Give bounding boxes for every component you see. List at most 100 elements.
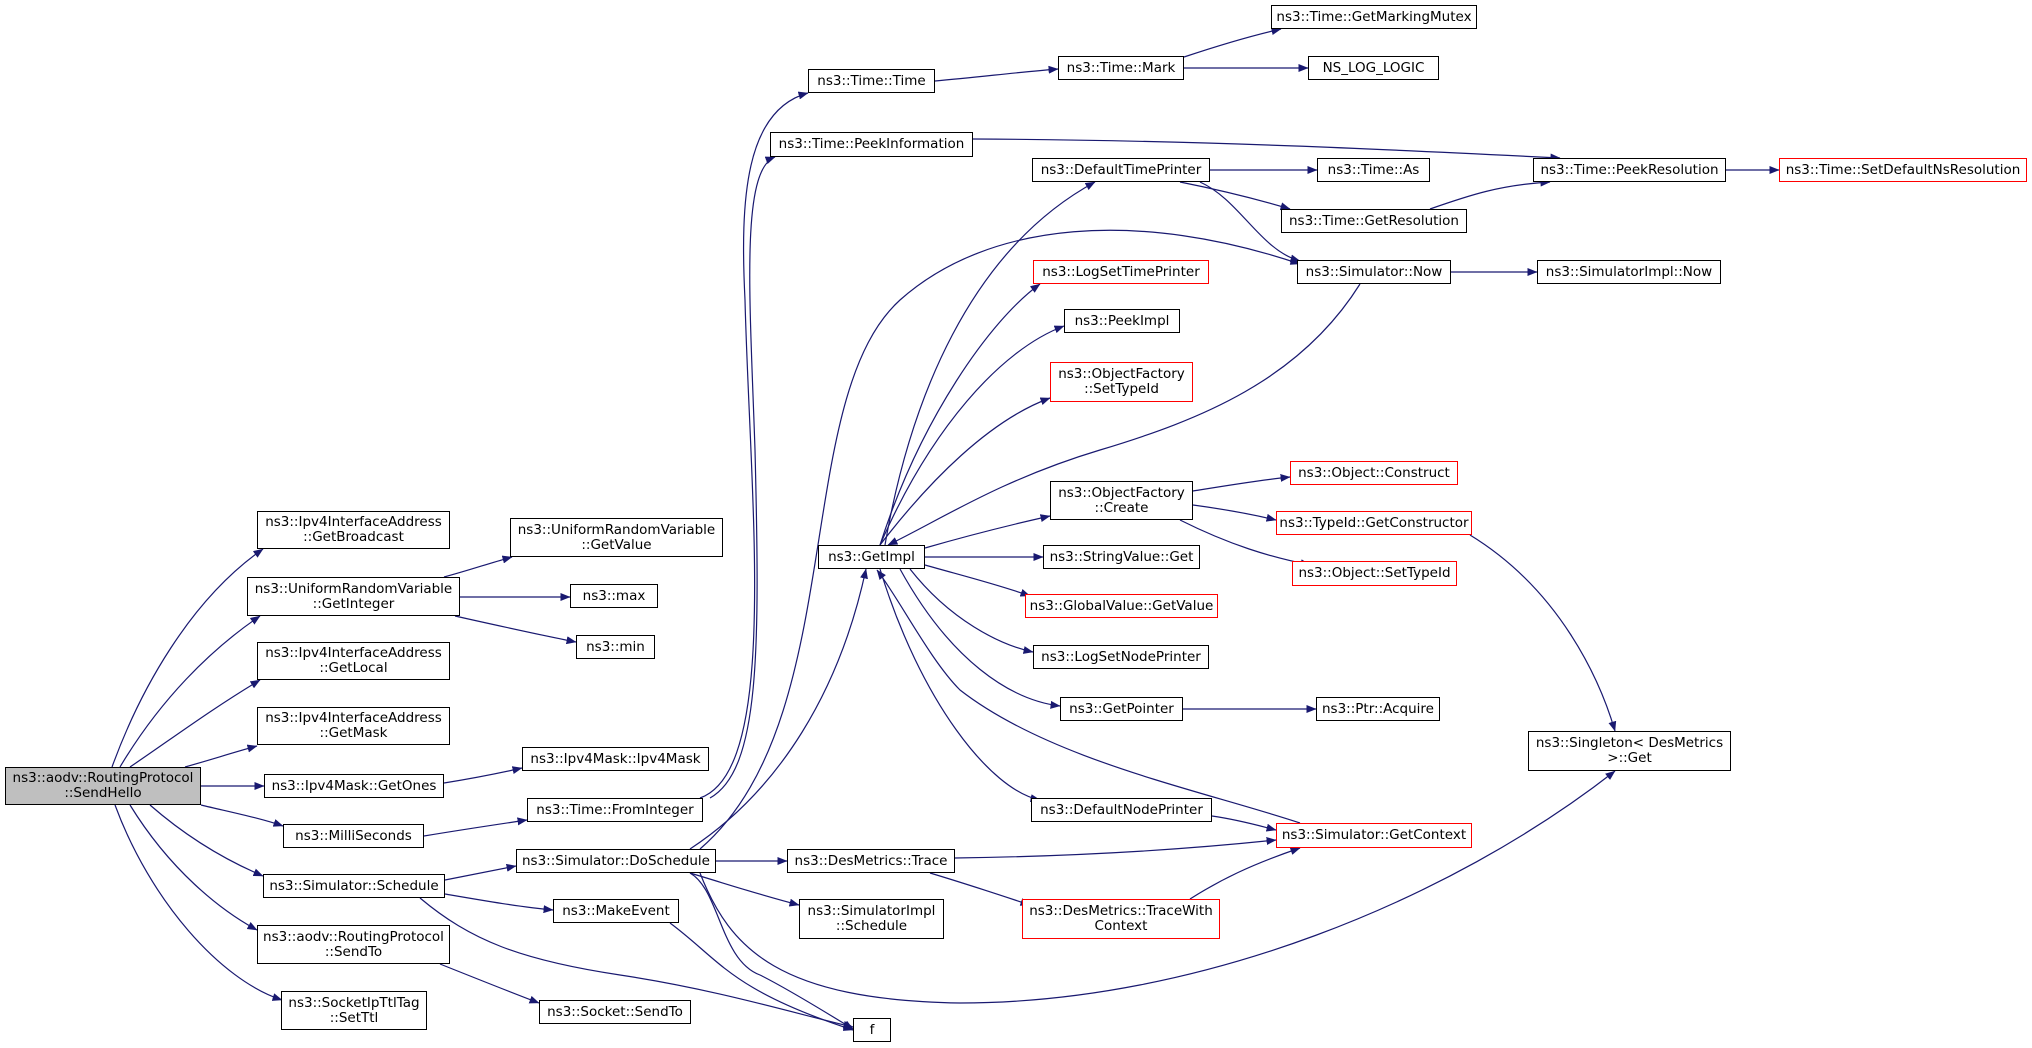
node-ptr-acquire[interactable]: ns3::Ptr::Acquire xyxy=(1316,697,1440,721)
node-object-construct[interactable]: ns3::Object::Construct xyxy=(1290,461,1458,485)
node-f[interactable]: f xyxy=(853,1018,891,1042)
edge-getimpl-ofsettype xyxy=(879,397,1051,546)
edge-getimpl-defnode xyxy=(879,568,1041,803)
edge-doschedule-singleton xyxy=(699,770,1616,1004)
edge-root-milliseconds xyxy=(200,804,284,827)
edge-peekinfo-peekres xyxy=(972,138,1561,162)
node-stringvalue-get[interactable]: ns3::StringValue::Get xyxy=(1043,545,1200,569)
node-getbroadcast[interactable]: ns3::Ipv4InterfaceAddress::GetBroadcast xyxy=(257,511,450,549)
node-ipv4mask[interactable]: ns3::Ipv4Mask::Ipv4Mask xyxy=(522,747,709,771)
node-peekimpl[interactable]: ns3::PeekImpl xyxy=(1064,309,1180,333)
edge-getctor-singleton xyxy=(1469,534,1617,732)
node-frominteger[interactable]: ns3::Time::FromInteger xyxy=(527,798,703,822)
edge-getimpl-ofcreate xyxy=(924,514,1051,549)
node-of-settypeid[interactable]: ns3::ObjectFactory::SetTypeId xyxy=(1050,362,1193,402)
edge-ofcreate-getctor xyxy=(1192,504,1277,522)
node-defaultnodeprinter[interactable]: ns3::DefaultNodePrinter xyxy=(1031,798,1212,822)
node-time-time[interactable]: ns3::Time::Time xyxy=(808,69,935,93)
node-getresolution[interactable]: ns3::Time::GetResolution xyxy=(1281,209,1467,233)
edge-root-setttl xyxy=(114,804,283,1001)
node-object-settypeid[interactable]: ns3::Object::SetTypeId xyxy=(1292,561,1457,586)
edge-tracewith-getcontext xyxy=(1189,847,1301,900)
edge-getimpl-lognode xyxy=(909,568,1034,654)
edge-sendto-socket xyxy=(439,963,540,1004)
node-of-create[interactable]: ns3::ObjectFactory::Create xyxy=(1050,481,1193,520)
edge-frominteger-peekinfo xyxy=(709,156,776,799)
edge-defnode-getcontext xyxy=(1211,815,1277,832)
node-desmetrics-trace[interactable]: ns3::DesMetrics::Trace xyxy=(787,849,955,873)
node-peekinformation[interactable]: ns3::Time::PeekInformation xyxy=(770,132,973,157)
node-simulator-now[interactable]: ns3::Simulator::Now xyxy=(1297,260,1451,284)
edge-getimpl-globalval xyxy=(924,564,1031,597)
edge-schedule-f xyxy=(419,897,854,1029)
edge-doschedule-simschedule xyxy=(689,872,800,907)
edge-dmtrace-tracewith xyxy=(929,872,1031,906)
node-doschedule[interactable]: ns3::Simulator::DoSchedule xyxy=(516,849,716,873)
edge-makeevent-f xyxy=(669,922,854,1031)
edge-milli-frominteger xyxy=(423,817,528,837)
node-getones[interactable]: ns3::Ipv4Mask::GetOnes xyxy=(264,774,444,798)
edge-schedule-makeevent xyxy=(444,893,554,914)
node-urv-getinteger[interactable]: ns3::UniformRandomVariable::GetInteger xyxy=(247,577,460,616)
node-getmask[interactable]: ns3::Ipv4InterfaceAddress::GetMask xyxy=(257,707,450,745)
node-time-mark[interactable]: ns3::Time::Mark xyxy=(1058,56,1184,80)
edge-mark-mutex xyxy=(1183,27,1282,58)
node-logsetnodeprinter[interactable]: ns3::LogSetNodePrinter xyxy=(1033,645,1209,669)
edge-dtp-getres xyxy=(1179,181,1291,211)
edge-getimpl-peekimpl xyxy=(879,325,1065,546)
edge-doschedule-now xyxy=(699,229,1301,850)
node-makeevent[interactable]: ns3::MakeEvent xyxy=(553,899,679,923)
node-urv-getvalue[interactable]: ns3::UniformRandomVariable::GetValue xyxy=(510,518,723,557)
edge-schedule-doschedule xyxy=(444,863,517,881)
edge-getimpl-getpointer xyxy=(899,568,1061,709)
edge-urvint-min xyxy=(454,615,577,645)
edge-getcontext-getimpl xyxy=(876,569,1301,824)
node-simulatorimpl-schedule[interactable]: ns3::SimulatorImpl::Schedule xyxy=(799,899,944,939)
edge-getimpl-logtime xyxy=(879,283,1041,546)
node-getcontext[interactable]: ns3::Simulator::GetContext xyxy=(1276,823,1472,848)
node-schedule[interactable]: ns3::Simulator::Schedule xyxy=(263,874,445,898)
node-singleton-get[interactable]: ns3::Singleton< DesMetrics>::Get xyxy=(1528,731,1731,771)
node-defaulttimeprinter[interactable]: ns3::DefaultTimePrinter xyxy=(1032,158,1210,182)
node-globalvalue-getvalue[interactable]: ns3::GlobalValue::GetValue xyxy=(1025,594,1218,618)
edge-getimpl-dtp xyxy=(884,181,1096,546)
node-getmarkingmutex[interactable]: ns3::Time::GetMarkingMutex xyxy=(1271,5,1477,29)
edge-root-urv-getinteger xyxy=(119,615,261,768)
edge-frominteger-time xyxy=(699,91,809,799)
node-sendto[interactable]: ns3::aodv::RoutingProtocol::SendTo xyxy=(257,925,450,964)
edge-getones-ipv4mask xyxy=(443,766,523,784)
node-min[interactable]: ns3::min xyxy=(576,635,655,659)
edge-root-getmask xyxy=(184,744,258,768)
node-getconstructor[interactable]: ns3::TypeId::GetConstructor xyxy=(1276,511,1472,535)
edge-doschedule-getimpl xyxy=(689,568,868,850)
node-getlocal[interactable]: ns3::Ipv4InterfaceAddress::GetLocal xyxy=(257,642,450,680)
edge-getres-peekres xyxy=(1429,178,1551,210)
node-socket-sendto[interactable]: ns3::Socket::SendTo xyxy=(539,1000,691,1024)
edge-root-sendto xyxy=(129,804,258,931)
edge-ofcreate-construct xyxy=(1192,473,1291,492)
edge-now-getimpl xyxy=(887,283,1361,546)
node-simulatorimpl-now[interactable]: ns3::SimulatorImpl::Now xyxy=(1537,260,1721,284)
node-setttl[interactable]: ns3::SocketIpTtlTag::SetTtl xyxy=(281,991,427,1030)
edge-dmtrace-getcontext xyxy=(954,837,1277,859)
node-peekresolution[interactable]: ns3::Time::PeekResolution xyxy=(1533,158,1726,182)
node-root[interactable]: ns3::aodv::RoutingProtocol::SendHello xyxy=(5,767,201,805)
edge-root-getbroadcast xyxy=(111,548,264,768)
node-logsettimeprinter[interactable]: ns3::LogSetTimePrinter xyxy=(1033,260,1209,284)
edge-root-schedule xyxy=(149,804,264,877)
node-setdefaultnsresolution[interactable]: ns3::Time::SetDefaultNsResolution xyxy=(1779,158,2027,182)
edge-time-mark xyxy=(934,65,1059,82)
node-max[interactable]: ns3::max xyxy=(570,584,658,608)
edge-root-getlocal xyxy=(129,679,261,768)
edge-dtp-now xyxy=(1199,181,1301,263)
node-ns-log-logic[interactable]: NS_LOG_LOGIC xyxy=(1308,56,1439,80)
node-time-as[interactable]: ns3::Time::As xyxy=(1317,158,1430,182)
edge-doschedule-f xyxy=(689,872,854,1030)
node-getimpl[interactable]: ns3::GetImpl xyxy=(818,545,925,569)
node-milliseconds[interactable]: ns3::MilliSeconds xyxy=(283,824,424,848)
edge-urvint-urvval xyxy=(443,555,513,578)
node-getpointer[interactable]: ns3::GetPointer xyxy=(1060,697,1183,721)
